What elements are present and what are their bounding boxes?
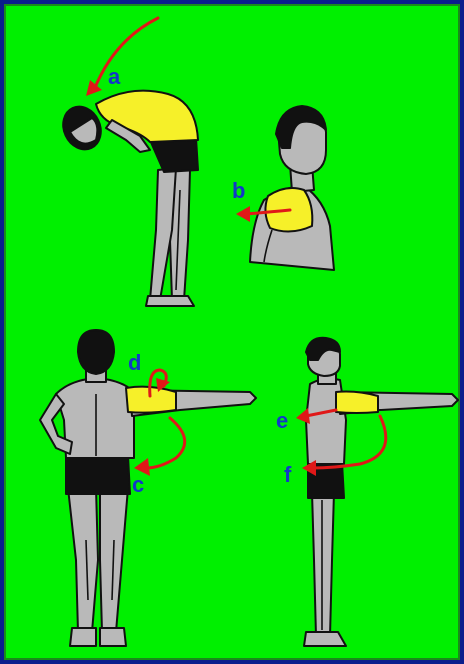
label-c: c: [132, 472, 144, 497]
back-feet: [70, 628, 96, 646]
figure-forward-bend: [56, 91, 198, 306]
back-shorts: [66, 456, 130, 494]
side-legs: [312, 492, 334, 636]
bend-torso: [96, 91, 198, 142]
figure-back-view: [40, 330, 256, 646]
bend-shorts: [150, 138, 198, 172]
figure-shoulder-bust: [250, 106, 334, 270]
label-d: d: [128, 350, 141, 375]
back-head: [78, 330, 114, 374]
label-a: a: [108, 64, 121, 89]
back-left-leg: [68, 488, 98, 632]
side-feet: [304, 632, 346, 646]
label-e: e: [276, 408, 288, 433]
arrow-c: [146, 418, 185, 468]
figure-side-view: [304, 338, 458, 646]
side-shoulder: [336, 392, 378, 414]
label-b: b: [232, 178, 245, 203]
arrow-a: [94, 18, 158, 90]
label-f: f: [284, 462, 292, 487]
bend-feet: [146, 296, 194, 306]
